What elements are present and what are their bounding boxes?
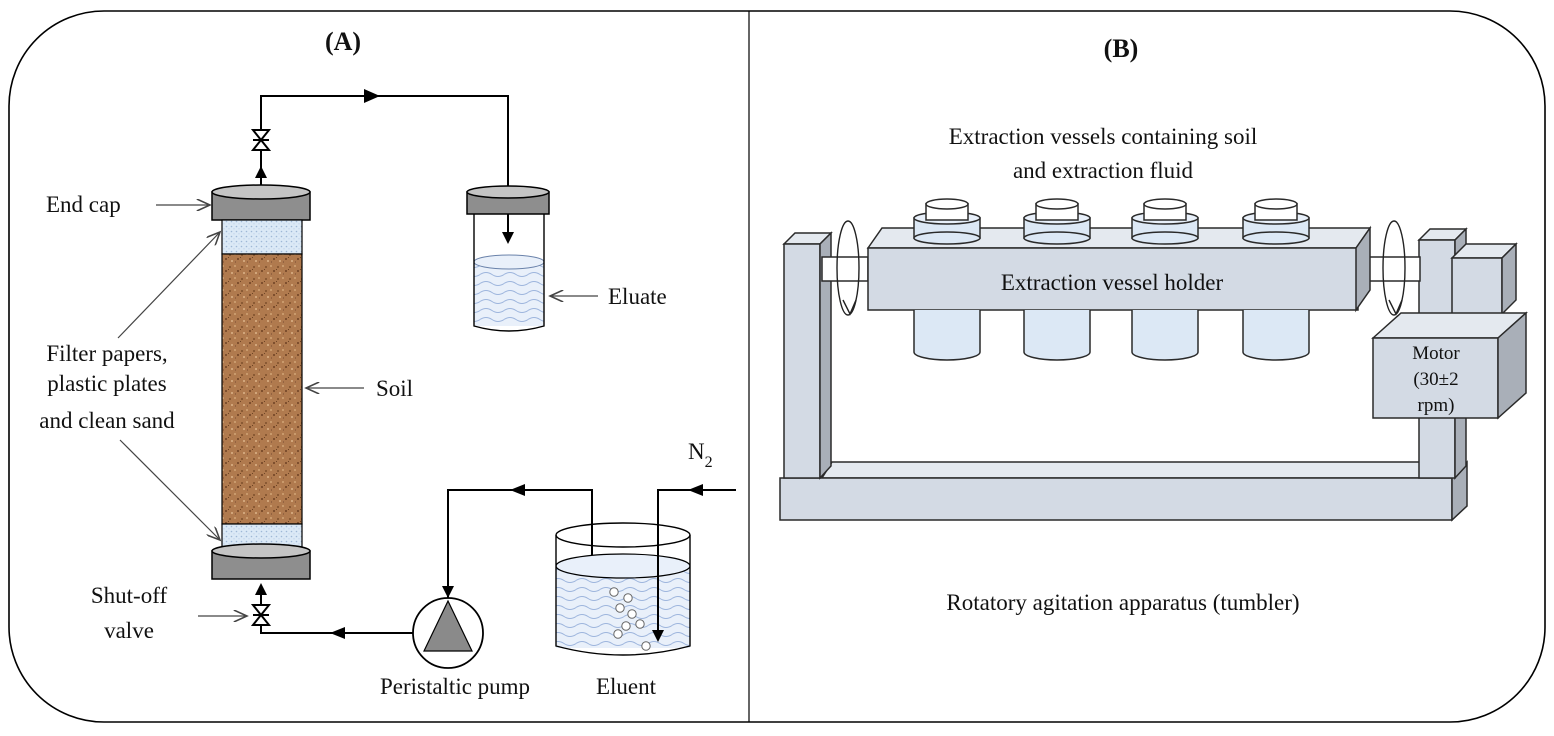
peristaltic-pump-icon <box>412 597 484 669</box>
shutoff-label-line-1: Shut-off <box>91 583 168 608</box>
eluate-label: Eluate <box>608 284 667 309</box>
vessel-cap-3 <box>1131 198 1199 245</box>
vessel-body-3 <box>1131 310 1199 361</box>
filter-lower-pointer <box>119 439 220 540</box>
end-cap-label: End cap <box>46 192 121 217</box>
left-support-post <box>782 231 833 480</box>
filter-upper-pointer <box>117 232 220 339</box>
eluent-beaker <box>555 522 691 656</box>
panel-b-title: (B) <box>1104 34 1139 63</box>
nitrogen-flow-arrow <box>688 484 703 496</box>
sparge-tip-arrow <box>652 630 664 642</box>
pump-entry-arrow <box>442 586 454 598</box>
vessels-label-line-1: Extraction vessels containing soil <box>949 124 1258 149</box>
holder-label: Extraction vessel holder <box>1001 270 1224 295</box>
soil-label: Soil <box>376 376 413 401</box>
nitrogen-sparge-line <box>657 489 736 632</box>
nitrogen-symbol: N <box>688 439 705 464</box>
top-shutoff-valve-icon <box>250 129 272 151</box>
left-rotation-arrow-icon <box>836 220 860 316</box>
motor-label-line-2: (30±2 <box>1413 369 1458 390</box>
shutoff-label-line-2: valve <box>104 618 154 643</box>
panel-b: (B) Extraction vessels containing soil a… <box>779 34 1528 615</box>
motor-unit <box>1371 311 1528 420</box>
filter-label-line-3: and clean sand <box>39 408 175 433</box>
nitrogen-subscript: 2 <box>705 454 713 471</box>
vessel-caps <box>913 198 1310 245</box>
top-end-cap <box>211 184 311 221</box>
panel-a: (A) <box>39 27 736 699</box>
vessel-body-2 <box>1023 310 1091 361</box>
column-inlet-pipe <box>260 595 413 634</box>
suction-flow-arrow <box>510 484 525 496</box>
outlet-flow-arrow <box>364 89 380 103</box>
upper-filter-zone <box>221 219 303 255</box>
panel-a-title: (A) <box>325 27 361 56</box>
filter-label-line-2: plastic plates <box>47 371 166 396</box>
motor-gearbox <box>1450 242 1518 316</box>
vessel-body-4 <box>1242 310 1310 361</box>
filter-label-line-1: Filter papers, <box>46 341 167 366</box>
right-rotation-arrow-icon <box>1382 220 1406 316</box>
motor-label-line-1: Motor <box>1412 343 1460 364</box>
column-entry-arrow <box>255 583 267 595</box>
motor-label-line-3: rpm) <box>1418 395 1455 416</box>
vessel-bodies <box>913 310 1310 361</box>
inlet-flow-arrow <box>330 627 345 639</box>
vessel-cap-4 <box>1242 198 1310 245</box>
vessel-cap-2 <box>1023 198 1091 245</box>
vessel-cap-1 <box>913 198 981 245</box>
column-exit-arrow <box>255 166 267 178</box>
pump-label: Peristaltic pump <box>380 674 530 699</box>
nitrogen-bubbles <box>609 587 651 651</box>
vessels-label-line-2: and extraction fluid <box>1013 158 1194 183</box>
nitrogen-label: N2 <box>688 439 713 471</box>
eluent-label: Eluent <box>596 674 657 699</box>
apparatus-label: Rotatory agitation apparatus (tumbler) <box>946 590 1299 615</box>
right-axle <box>1365 256 1421 282</box>
tumbler-base-frame <box>779 460 1468 522</box>
outer-frame <box>8 10 1546 723</box>
column-outlet-pipe <box>260 95 509 190</box>
eluate-collection-vessel <box>466 185 550 332</box>
vessel-body-1 <box>913 310 981 361</box>
soil-column <box>221 253 303 525</box>
left-axle <box>821 256 869 282</box>
extraction-vessel-holder <box>866 225 1372 313</box>
bottom-shutoff-valve-icon <box>250 604 272 626</box>
bottom-end-cap <box>211 543 311 580</box>
